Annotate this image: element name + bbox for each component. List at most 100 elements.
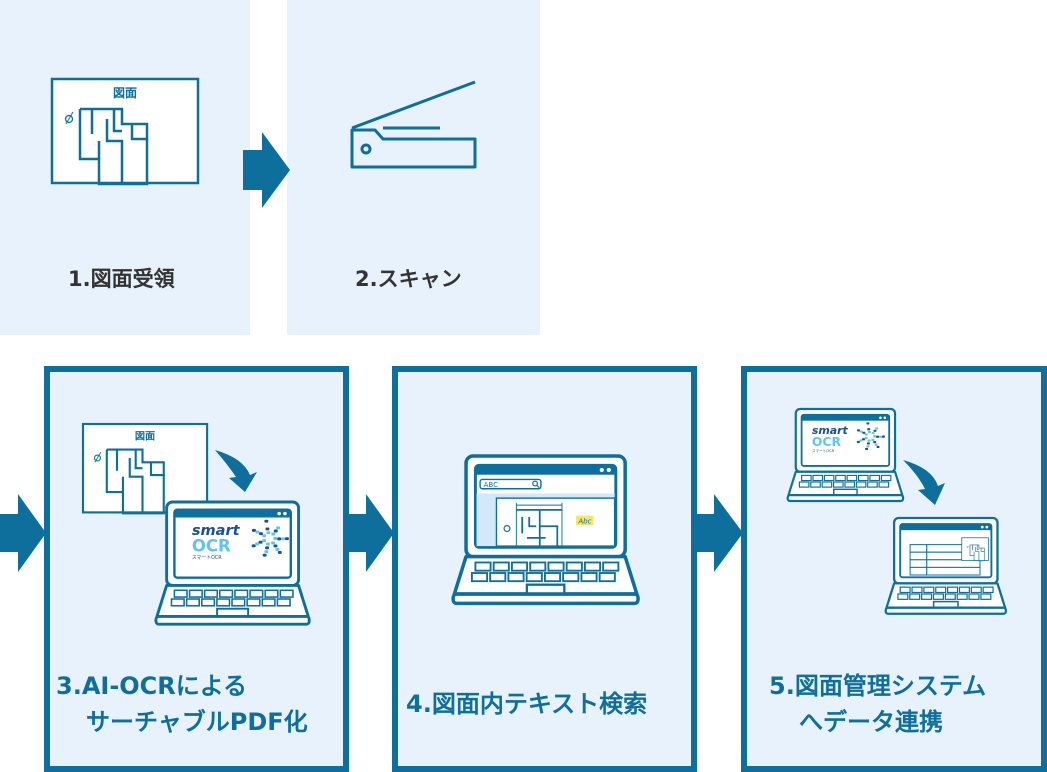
illustration-shape (801, 474, 812, 482)
illustration-shape (909, 559, 928, 568)
illustration-shape (909, 537, 989, 576)
illustration-shape (185, 598, 201, 607)
illustration-shape (479, 478, 542, 490)
illustration-shape (489, 572, 507, 583)
illustration-shape (174, 509, 291, 518)
step-2-label: 2.スキャン (355, 267, 462, 291)
search-field-value: ABC (484, 480, 498, 489)
laptop-search-icon: ABC Abc (451, 454, 640, 606)
step-3-label-line-2: サーチャブルPDF化 (86, 708, 308, 736)
illustration-shape (859, 439, 863, 442)
illustration-shape (866, 422, 870, 425)
laptop-ocr-icon: smart OCR スマートOCR (154, 500, 311, 626)
drawing-title: 図面 (113, 86, 137, 100)
illustration-shape (532, 480, 538, 487)
illustration-shape (899, 586, 911, 594)
illustration-shape (105, 449, 165, 515)
illustration-shape (867, 481, 878, 488)
illustration-shape (94, 451, 102, 463)
arrow-3-to-4 (349, 494, 394, 572)
illustration-shape (470, 572, 489, 583)
illustration-shape (869, 474, 881, 482)
illustration-shape (507, 572, 525, 583)
illustration-shape (351, 80, 476, 130)
illustration-shape (871, 431, 875, 435)
illustration-shape: smart OCR スマートOCR (812, 422, 885, 453)
illustration-shape (598, 572, 616, 583)
illustration-shape (349, 494, 394, 572)
illustration-shape (857, 474, 869, 482)
illustration-text: スマートOCR (192, 555, 222, 561)
illustration-shape (900, 524, 992, 531)
illustration-shape (93, 454, 101, 462)
curved-arrow-icon (903, 460, 945, 505)
illustration-shape (64, 114, 74, 124)
illustration-shape (283, 511, 287, 516)
illustration-shape (543, 572, 562, 583)
illustration-shape (859, 430, 863, 433)
illustration-shape (281, 537, 285, 541)
illustration-shape (855, 481, 867, 488)
illustration-shape (251, 528, 256, 532)
illustration-shape (277, 511, 281, 516)
illustration-shape (876, 435, 879, 438)
illustration-shape (154, 615, 311, 626)
illustration-shape (266, 531, 271, 535)
illustration-shape (90, 109, 124, 184)
illustration-shape (271, 541, 275, 545)
illustration-shape (599, 467, 604, 473)
illustration-shape (259, 532, 263, 536)
illustration-shape (277, 550, 282, 554)
illustration-shape: smart OCR スマートOCR (192, 519, 289, 561)
illustration-shape (873, 429, 877, 432)
arrow-into-3 (0, 494, 46, 572)
illustration-shape (865, 447, 869, 451)
illustration-shape: ABC Abc (476, 478, 616, 547)
illustration-shape (867, 428, 871, 431)
illustration-text: スマートOCR (812, 448, 835, 453)
illustration-shape (832, 481, 844, 488)
illustration-shape (982, 586, 994, 594)
illustration-shape (878, 481, 890, 488)
illustration-shape (968, 593, 980, 600)
illustration-shape (78, 109, 149, 186)
thumbnail-drawing-icon (966, 544, 985, 562)
illustration-shape (985, 525, 989, 529)
illustration-shape (81, 422, 209, 514)
illustration-shape: smart OCR スマートOCR (192, 519, 289, 561)
illustration-shape (78, 107, 149, 186)
step-4-label: 4.図面内テキスト検索 (406, 690, 648, 718)
illustration-text: smart (812, 424, 849, 437)
illustration-shape (203, 589, 219, 598)
illustration-shape: 図面 (50, 77, 200, 186)
illustration-shape: 図面 (81, 422, 209, 515)
illustration-shape (173, 589, 188, 598)
illustration-shape (932, 593, 944, 600)
illustration-shape (262, 553, 267, 557)
illustration-shape (862, 438, 865, 441)
illustration-shape (810, 481, 821, 488)
illustration-shape (871, 438, 875, 441)
illustration-shape (255, 542, 260, 546)
illustration-shape (602, 561, 620, 572)
illustration-shape (170, 598, 185, 607)
illustration-shape (276, 526, 281, 530)
illustration-shape (884, 606, 1007, 615)
curved-arrow-icon (215, 450, 257, 492)
illustration-shape (474, 561, 492, 572)
illustration-shape (876, 445, 880, 449)
illustration-shape (980, 593, 992, 600)
illustration-shape (897, 593, 909, 600)
illustration-shape (65, 111, 74, 125)
illustration-shape (246, 598, 261, 607)
arrow-1-to-2 (243, 132, 290, 208)
illustration-shape (921, 593, 933, 600)
illustration-shape (875, 427, 879, 430)
illustration-shape (821, 481, 833, 488)
illustration-shape (273, 536, 278, 540)
illustration-shape (271, 532, 276, 536)
illustration-shape (966, 545, 969, 549)
illustration-shape (926, 566, 981, 576)
illustration-shape (265, 527, 270, 531)
